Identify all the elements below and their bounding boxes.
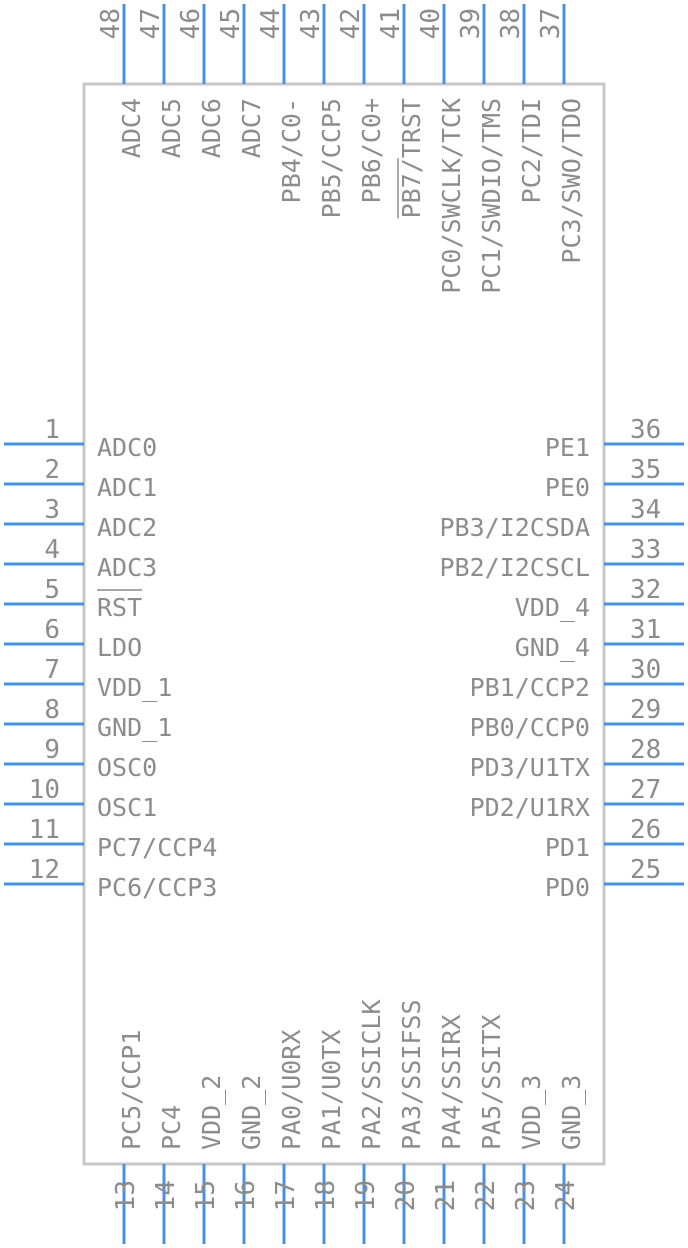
pin-number: 8 [44,695,60,725]
pin-label: PA3/SSIFSS [397,999,426,1150]
pin-label: GND_1 [97,713,172,742]
pin-number: 13 [111,1180,141,1211]
pin-number: 5 [44,575,60,605]
pin-label: OSC0 [97,753,157,782]
pin-number: 23 [511,1180,541,1211]
pin-label: PC0/SWCLK/TCK [437,98,466,294]
pin-number: 17 [271,1180,301,1211]
pin-label: PC7/CCP4 [97,833,217,862]
pin-number: 39 [456,8,486,39]
pin-label: ADC1 [97,473,157,502]
pin-label: PC5/CCP1 [117,1030,146,1150]
pin-number: 31 [630,615,661,645]
pin-label: PB4/C0- [277,98,306,203]
pin-label: VDD_4 [515,593,590,622]
pin-label: PD1 [545,833,590,862]
pin-number: 20 [391,1180,421,1211]
pin-label: PC4 [157,1105,186,1150]
pin-label: PD2/U1RX [470,793,590,822]
pin-number: 19 [351,1180,381,1211]
pin-label: ADC4 [117,98,146,158]
pin-number: 45 [216,8,246,39]
pin-label: PE1 [545,433,590,462]
pin-number: 33 [630,535,661,565]
pin-label: ADC0 [97,433,157,462]
pin-number: 48 [96,8,126,39]
pin-number: 42 [336,8,366,39]
pin-number: 44 [256,8,286,39]
pin-label: GND_4 [515,633,590,662]
pin-label: PA0/U0RX [277,1030,306,1150]
pin-number: 3 [44,495,60,525]
pin-label: RST [97,593,142,622]
pin-label: ADC7 [237,98,266,158]
pin-label: GND_2 [237,1075,266,1150]
pin-label: VDD_3 [517,1075,546,1150]
pin-label: PC2/TDI [517,98,546,203]
pin-label: PB0/CCP0 [470,713,590,742]
pin-label: PC6/CCP3 [97,873,217,902]
pin-label: VDD_1 [97,673,172,702]
pin-number: 43 [296,8,326,39]
pin-number: 29 [630,695,661,725]
pin-label: PE0 [545,473,590,502]
pin-number: 15 [191,1180,221,1211]
pin-label: PA5/SSITX [477,1015,506,1150]
pin-label: GND_3 [557,1075,586,1150]
pin-label: PB1/CCP2 [470,673,590,702]
pin-label: ADC6 [197,98,226,158]
pin-number: 24 [551,1180,581,1211]
ic-body [82,82,606,1166]
pin-number: 14 [151,1180,181,1211]
pin-number: 9 [44,735,60,765]
pin-number: 27 [630,775,661,805]
pin-number: 2 [44,455,60,485]
pin-number: 7 [44,655,60,685]
pin-label: ADC3 [97,553,157,582]
pin-label: PB2/I2CSCL [439,553,590,582]
pin-number: 36 [630,415,661,445]
pin-label: PB6/C0+ [357,98,386,203]
pin-label: PB7/TRST [397,98,426,218]
pin-number: 16 [231,1180,261,1211]
pin-number: 21 [431,1180,461,1211]
pin-number: 34 [630,495,661,525]
pin-label: PD3/U1TX [470,753,590,782]
pin-number: 1 [44,415,60,445]
pin-label: PA1/U0TX [317,1030,346,1150]
pin-number: 4 [44,535,60,565]
pin-number: 41 [376,8,406,39]
pin-label: PD0 [545,873,590,902]
pin-label: PA2/SSICLK [357,999,386,1150]
pin-number: 38 [496,8,526,39]
pin-number: 46 [176,8,206,39]
pin-label: VDD_2 [197,1075,226,1150]
pin-label: ADC5 [157,98,186,158]
pin-number: 26 [630,815,661,845]
pin-number: 10 [29,775,60,805]
pin-label: PA4/SSIRX [437,1015,466,1150]
pin-number: 6 [44,615,60,645]
pin-number: 47 [136,8,166,39]
pin-label: PB3/I2CSDA [439,513,590,542]
pin-number: 25 [630,855,661,885]
pin-label: OSC1 [97,793,157,822]
pin-number: 35 [630,455,661,485]
pin-number: 32 [630,575,661,605]
pin-number: 28 [630,735,661,765]
pin-label: LDO [97,633,142,662]
pin-label: PC1/SWDIO/TMS [477,98,506,294]
pin-number: 11 [29,815,60,845]
pin-number: 18 [311,1180,341,1211]
pin-number: 12 [29,855,60,885]
pin-number: 30 [630,655,661,685]
pin-number: 22 [471,1180,501,1211]
pin-number: 37 [536,8,566,39]
pin-label: ADC2 [97,513,157,542]
pin-number: 40 [416,8,446,39]
pin-label: PC3/SWO/TDO [557,98,586,264]
pin-label: PB5/CCP5 [317,98,346,218]
